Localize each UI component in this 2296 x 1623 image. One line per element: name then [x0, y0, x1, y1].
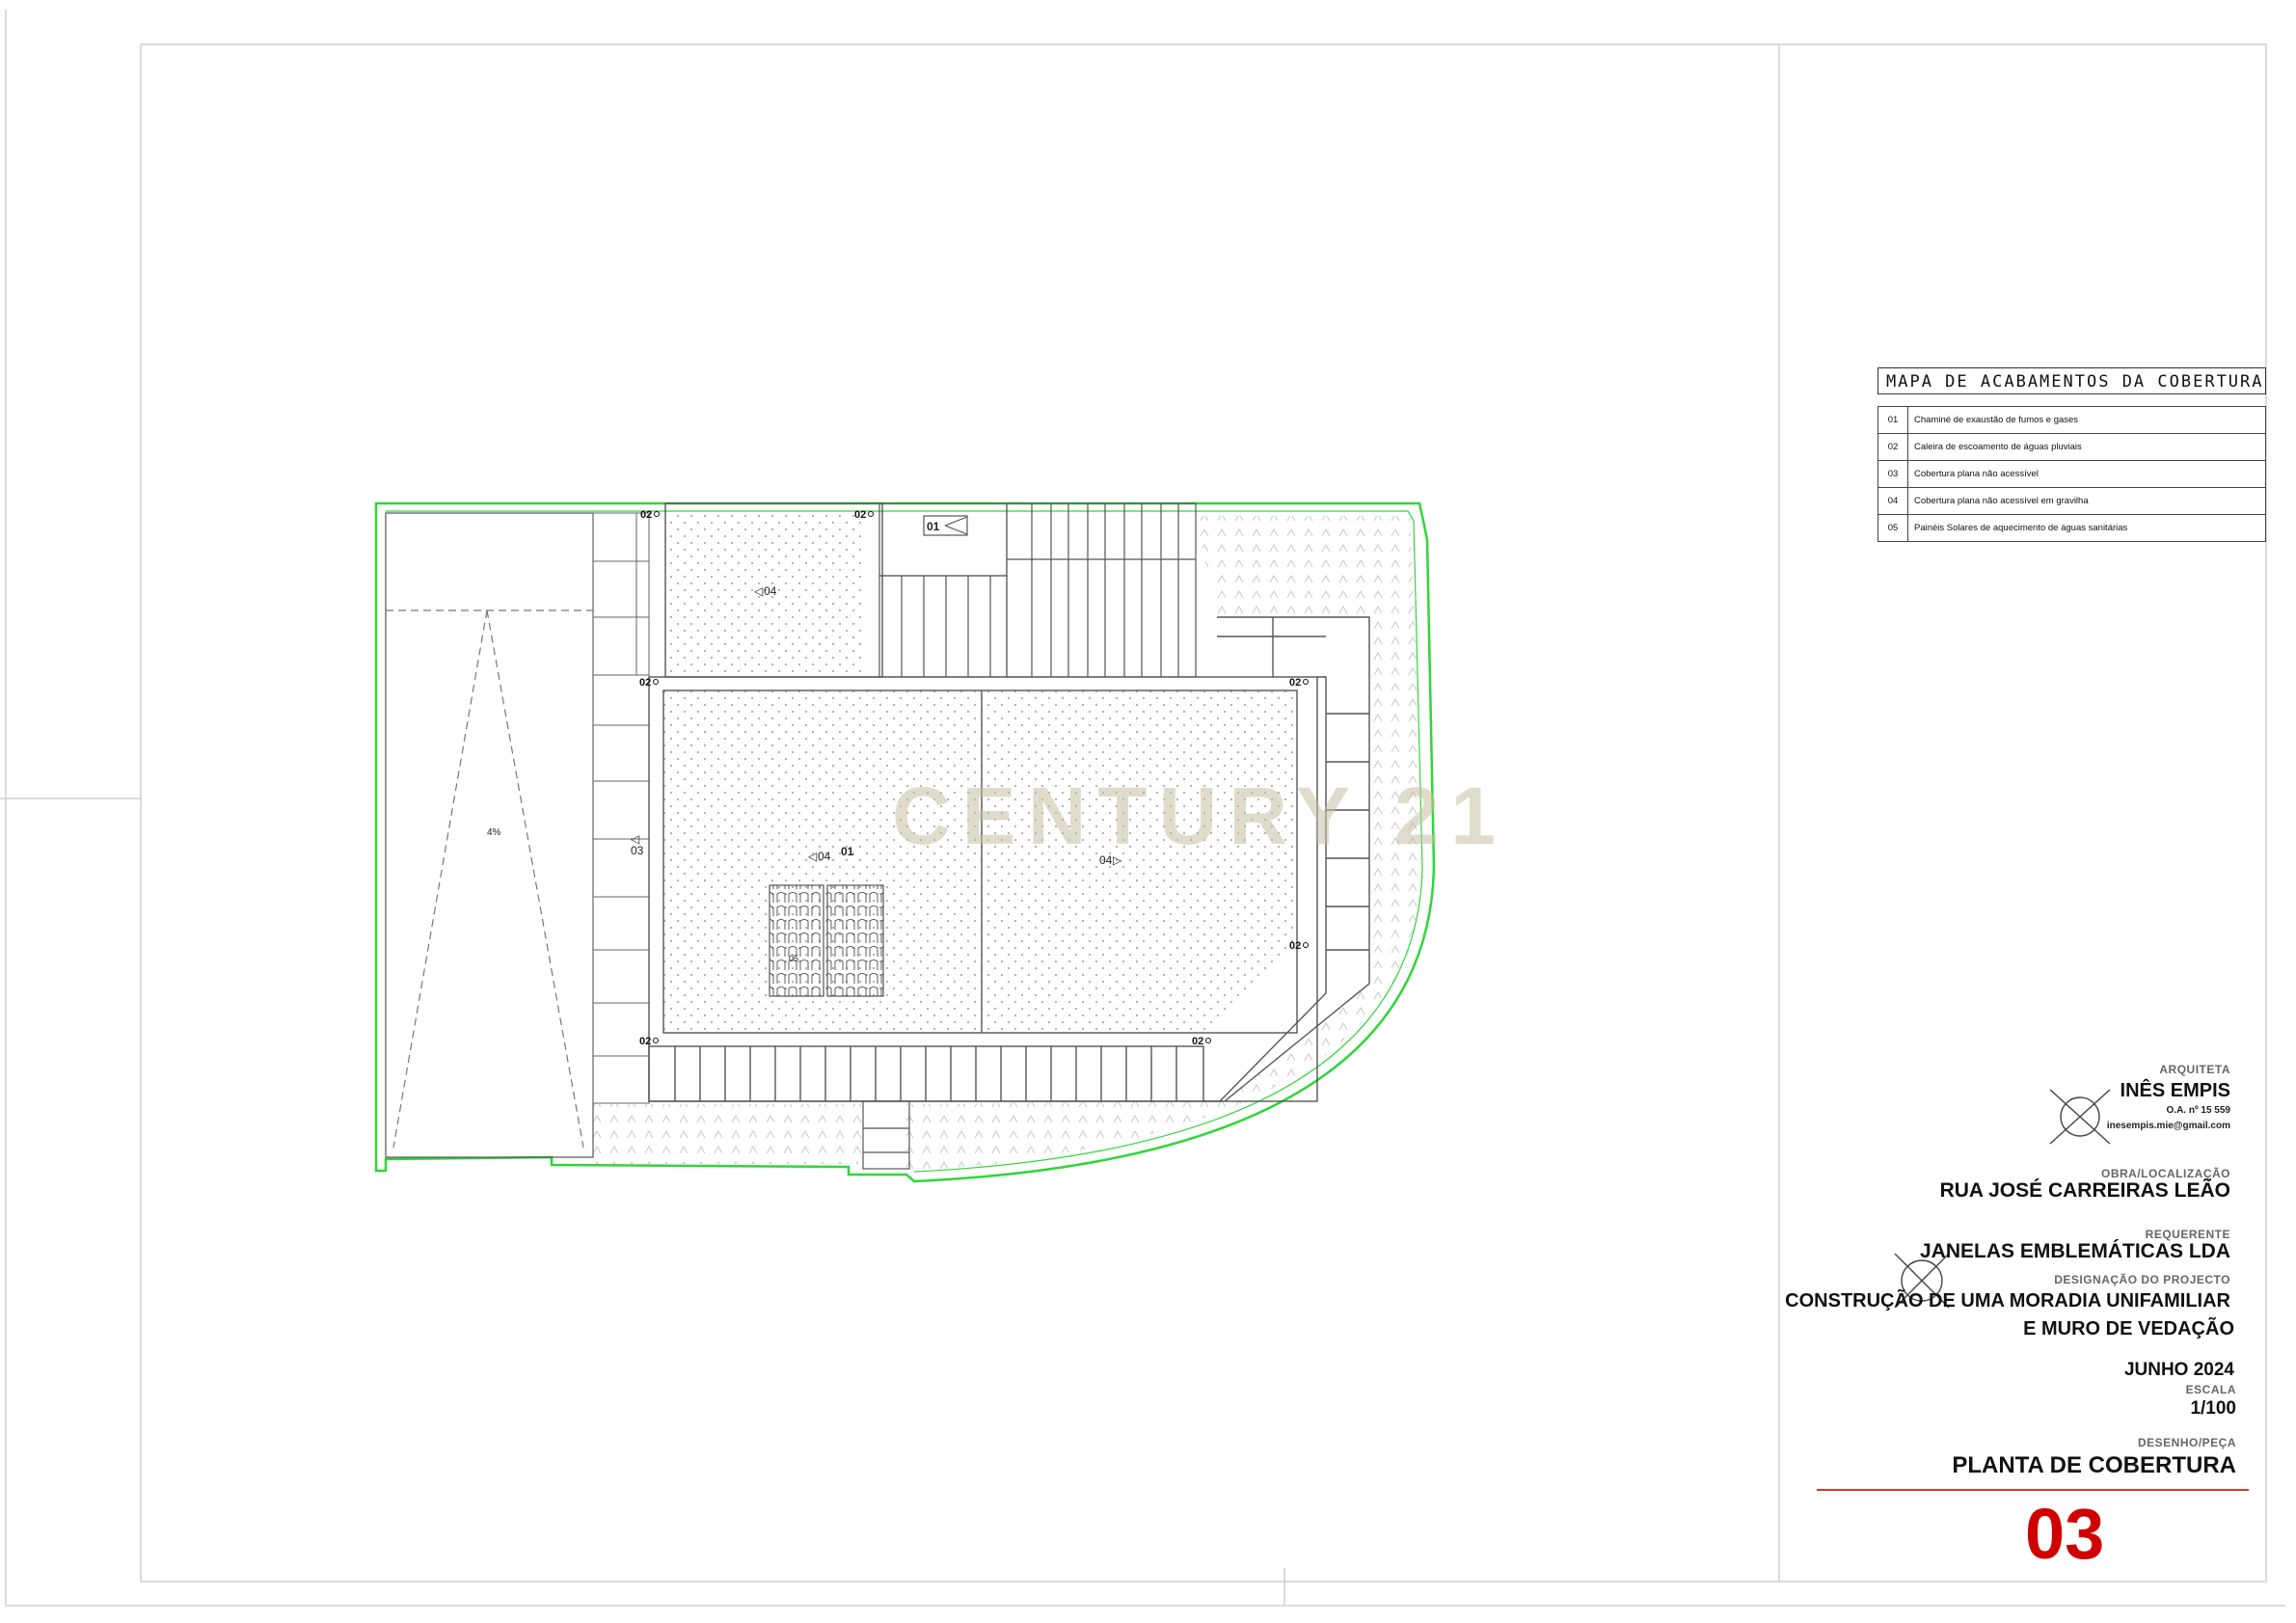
- svg-text:▷: ▷: [1113, 853, 1122, 867]
- architect-label: ARQUITETA: [2159, 1063, 2230, 1076]
- title-divider: [1817, 1489, 2249, 1491]
- location-label: OBRA/LOCALIZAÇÃO: [2101, 1167, 2230, 1180]
- svg-text:◁: ◁: [808, 850, 818, 863]
- architect-registration: O.A. nº 15 559: [2166, 1105, 2230, 1116]
- location-value: RUA JOSÉ CARREIRAS LEÃO: [1939, 1179, 2230, 1202]
- signature-mark-applicant: [1894, 1253, 1950, 1309]
- svg-text:◁: ◁: [631, 832, 640, 846]
- svg-text:02: 02: [639, 1036, 651, 1047]
- plot-boundary: [374, 501, 1436, 1183]
- sheet-frame: [0, 10, 2285, 1607]
- watermark: CENTURY 21: [892, 771, 1507, 861]
- project-line-1: CONSTRUÇÃO DE UMA MORADIA UNIFAMILIAR: [1785, 1290, 2230, 1312]
- legend-title: MAPA DE ACABAMENTOS DA COBERTURA: [1877, 367, 2266, 394]
- svg-text:04: 04: [1099, 853, 1113, 867]
- south-entry: [862, 1100, 910, 1170]
- svg-text:◁: ◁: [754, 584, 764, 598]
- project-line-2: E MURO DE VEDAÇÃO: [2023, 1318, 2234, 1339]
- svg-text:05: 05: [789, 954, 798, 963]
- sheet-number: 03: [2025, 1494, 2105, 1574]
- scale-label: ESCALA: [2185, 1383, 2236, 1396]
- drawing-title: PLANTA DE COBERTURA: [1952, 1452, 2236, 1478]
- svg-text:02: 02: [640, 509, 652, 521]
- svg-text:04: 04: [764, 584, 777, 598]
- svg-text:01: 01: [927, 520, 940, 533]
- drain-tags: 02 02 02 02 02 02 02: [639, 509, 1309, 1047]
- gravel-area-main-diagonal: [982, 941, 1297, 1033]
- svg-text:03: 03: [631, 844, 644, 857]
- svg-text:02: 02: [1289, 677, 1301, 689]
- solar-panels: [769, 884, 884, 997]
- svg-text:02: 02: [854, 509, 866, 521]
- applicant-value: JANELAS EMBLEMÁTICAS LDA: [1919, 1240, 2230, 1262]
- date-value: JUNHO 2024: [2123, 1360, 2234, 1380]
- planted-area-south: [593, 1104, 863, 1164]
- paving-west: [592, 512, 650, 1104]
- project-label: DESIGNAÇÃO DO PROJECTO: [2054, 1273, 2230, 1286]
- svg-text:02: 02: [1192, 1036, 1203, 1047]
- finish-tags: ◁04 ◁04 04▷ ◁03 01 01 05 4%: [487, 520, 1122, 963]
- drawing-label: DESENHO/PEÇA: [2137, 1436, 2236, 1449]
- svg-text:4%: 4%: [487, 827, 501, 838]
- gravel-area-north: [665, 513, 863, 677]
- planted-area-east: [906, 516, 1425, 1172]
- north-fins: [878, 502, 1197, 678]
- roof-plan: 02 02 02 02 02 02 02 ◁04 ◁04 04▷ ◁03 01 …: [374, 501, 1507, 1183]
- svg-text:01: 01: [841, 845, 854, 858]
- scale-value: 1/100: [2190, 1398, 2236, 1419]
- main-roof: [648, 502, 1370, 1102]
- gravel-area-main-right: [982, 690, 1297, 941]
- signature-mark-architect: [2049, 1089, 2111, 1145]
- applicant-label: REQUERENTE: [2145, 1228, 2230, 1241]
- architect-name: INÊS EMPIS: [2120, 1080, 2230, 1101]
- svg-text:02: 02: [1289, 940, 1301, 952]
- architect-email: inesempis.mie@gmail.com: [2106, 1121, 2230, 1131]
- svg-text:02: 02: [639, 677, 651, 689]
- svg-text:04: 04: [818, 850, 831, 863]
